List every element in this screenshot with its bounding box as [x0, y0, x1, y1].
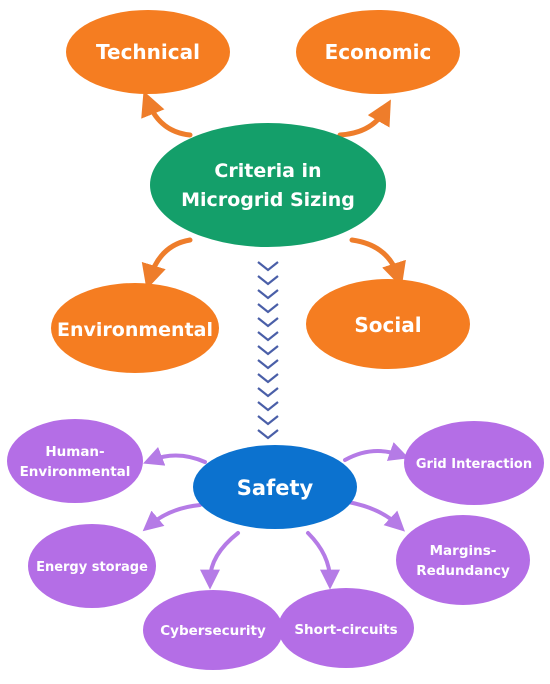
arrow-to-technical — [141, 90, 193, 138]
grid-interaction-label: Grid Interaction — [416, 457, 532, 472]
node-human-environmental: Human- Environmental — [7, 419, 143, 503]
node-safety-label: Safety — [237, 476, 314, 500]
arrow-to-economic — [337, 99, 391, 138]
node-economic: Economic — [296, 10, 460, 94]
short-circuits-label: Short-circuits — [294, 622, 397, 638]
human-environmental-line1: Human- — [45, 444, 104, 460]
energy-storage-label: Energy storage — [36, 560, 148, 575]
node-safety: Safety — [193, 445, 357, 529]
node-short-circuits: Short-circuits — [278, 588, 414, 668]
node-energy-storage: Energy storage — [28, 524, 156, 608]
node-cybersecurity: Cybersecurity — [143, 590, 283, 670]
arrow-to-short-circuits — [306, 531, 340, 590]
arrow-to-social — [349, 237, 406, 288]
node-social: Social — [306, 279, 470, 369]
margins-redundancy-line2: Redundancy — [416, 563, 510, 579]
node-technical-label: Technical — [96, 40, 200, 64]
margins-redundancy-line1: Margins- — [430, 543, 497, 559]
node-social-label: Social — [354, 313, 421, 337]
center-title-line2: Microgrid Sizing — [181, 189, 355, 211]
node-environmental-label: Environmental — [57, 319, 213, 341]
center-title-line1: Criteria in — [214, 160, 321, 182]
arrow-to-grid-interaction — [343, 442, 410, 462]
node-environmental: Environmental — [51, 283, 219, 373]
node-center-criteria: Criteria in Microgrid Sizing — [150, 123, 386, 247]
arrow-to-human-environmental — [143, 446, 207, 466]
chevron-connector — [257, 261, 279, 440]
node-margins-redundancy: Margins- Redundancy — [396, 515, 530, 605]
arrow-to-environmental — [141, 237, 193, 290]
arrow-to-cybersecurity — [200, 531, 240, 590]
node-economic-label: Economic — [325, 40, 432, 64]
cybersecurity-label: Cybersecurity — [160, 623, 266, 639]
arrow-to-energy-storage — [142, 503, 202, 532]
human-environmental-line2: Environmental — [20, 464, 131, 480]
node-technical: Technical — [66, 10, 230, 94]
arrow-to-margins-redundancy — [346, 500, 405, 532]
node-grid-interaction: Grid Interaction — [404, 421, 544, 505]
